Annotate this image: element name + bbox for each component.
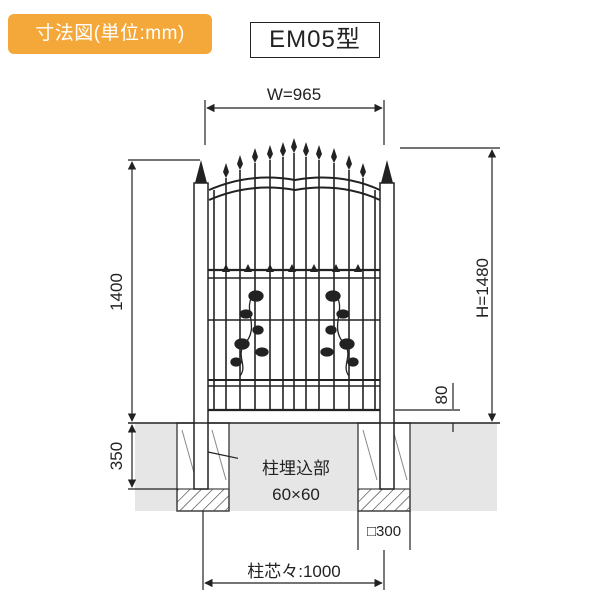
unit-badge: 寸法図(単位:mm) — [8, 14, 212, 54]
post-spacing-dimension — [202, 511, 385, 590]
rose-ornament-left — [230, 290, 269, 377]
model-label: EM05型 — [250, 22, 380, 58]
foundation-label: □300 — [367, 523, 401, 540]
clearance-dimension — [395, 383, 460, 432]
left-post — [193, 160, 209, 490]
width-label: W=965 — [267, 85, 321, 104]
embed-depth-label: 350 — [107, 442, 126, 470]
finials — [222, 138, 366, 272]
post-embed-size: 60×60 — [272, 485, 320, 504]
post-height-dimension — [127, 159, 200, 422]
right-post — [379, 160, 395, 490]
post-embed-title: 柱埋込部 — [262, 459, 330, 478]
width-dimension — [204, 100, 385, 145]
post-height-label: 1400 — [107, 273, 126, 311]
rose-ornament-right — [320, 290, 359, 377]
embed-depth-dimension — [127, 424, 178, 490]
post-spacing-label: 柱芯々:1000 — [247, 562, 341, 581]
total-height-dimension — [400, 147, 500, 422]
total-height-label: H=1480 — [473, 258, 492, 318]
foundation-dimension — [357, 511, 411, 550]
gate-panel — [208, 153, 381, 412]
clearance-label: 80 — [432, 386, 451, 405]
